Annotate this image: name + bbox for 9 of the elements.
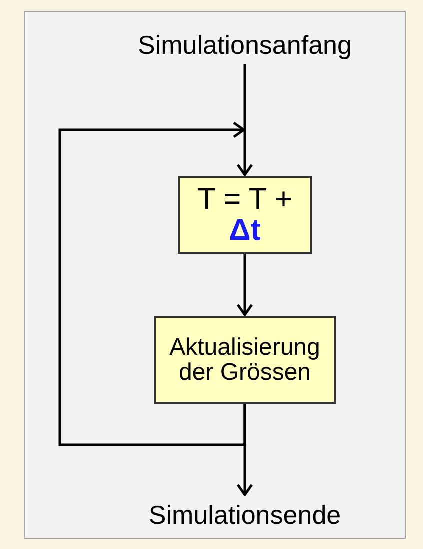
- arrow: [58, 122, 246, 446]
- terminal-label: Simulationsende: [85, 496, 405, 534]
- process-box: [154, 316, 336, 404]
- box-text: Aktualisierung der Grössen: [168, 334, 322, 386]
- arrow: [236, 64, 254, 176]
- terminal-label: Simulationsanfang: [85, 26, 405, 64]
- process-box: [178, 176, 312, 254]
- box-text: T = T + Δt: [196, 184, 294, 246]
- arrow: [236, 254, 254, 316]
